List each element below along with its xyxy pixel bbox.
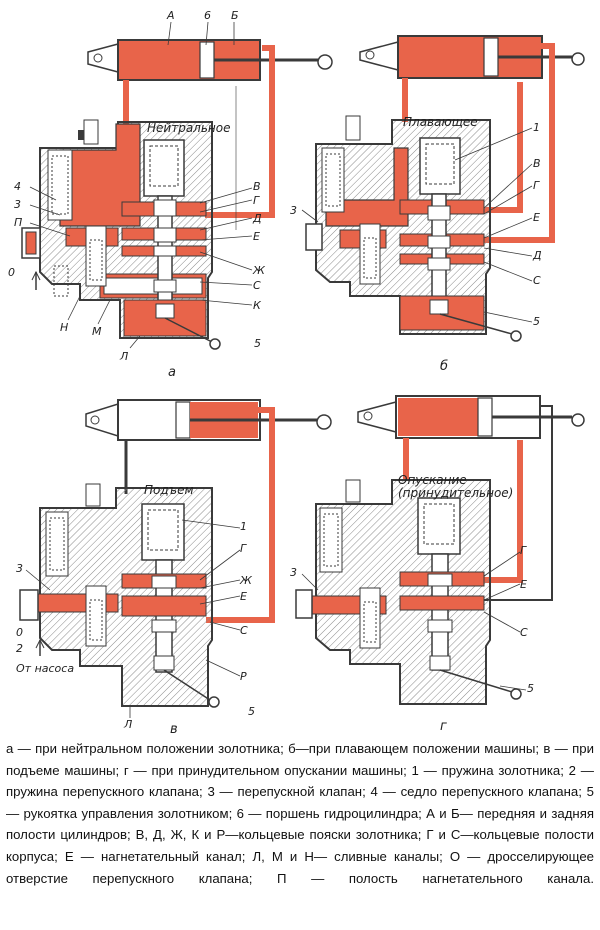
label-v-G: Г bbox=[240, 542, 247, 555]
label-v-5: 5 bbox=[248, 705, 255, 718]
label-b-D: Д bbox=[532, 249, 542, 262]
cylinder-g bbox=[357, 395, 585, 439]
panel-v-sublabel: в bbox=[170, 722, 178, 735]
label-a-K: К bbox=[253, 299, 262, 312]
label-b-V: В bbox=[533, 157, 541, 170]
label-a-4: 4 bbox=[14, 180, 21, 193]
panel-a-sublabel: а bbox=[168, 365, 176, 380]
label-a-N: Н bbox=[60, 321, 68, 334]
label-v-0: 0 bbox=[16, 626, 23, 639]
distributor-body-b bbox=[305, 115, 522, 342]
label-a-3: 3 bbox=[14, 198, 21, 211]
label-a-B: Б bbox=[231, 9, 239, 22]
label-g-3: 3 bbox=[290, 566, 297, 579]
label-a-Zh: Ж bbox=[252, 264, 266, 277]
label-g-5: 5 bbox=[527, 682, 534, 695]
label-v-from-pump: От насоса bbox=[16, 662, 74, 675]
label-a-0: 0 bbox=[8, 266, 15, 279]
cylinder-v bbox=[85, 399, 332, 441]
label-g-S: С bbox=[520, 626, 528, 639]
label-a-S: С bbox=[253, 279, 261, 292]
label-b-G: Г bbox=[533, 179, 540, 192]
label-a-P: П bbox=[14, 216, 22, 229]
label-g-G: Г bbox=[520, 544, 527, 557]
label-b-S: С bbox=[533, 274, 541, 287]
cylinder-b bbox=[359, 35, 585, 79]
panel-g-sublabel: г bbox=[440, 719, 447, 734]
label-a-G: Г bbox=[253, 194, 260, 207]
label-g-E: Е bbox=[520, 578, 527, 591]
panel-v-title: Подъем bbox=[144, 483, 194, 497]
cylinder-a bbox=[87, 39, 333, 81]
label-v-L: Л bbox=[123, 718, 132, 731]
panel-b: 1 В Г Е Д С 5 3 Плавающее б bbox=[290, 35, 585, 374]
label-a-M: М bbox=[92, 325, 102, 338]
label-v-S: С bbox=[240, 624, 248, 637]
panel-g: Г Е С 5 3 Опускание (принудительное) г bbox=[290, 395, 585, 734]
label-v-Zh: Ж bbox=[239, 574, 253, 587]
panel-a: А 6 Б В Г Д Е Ж С К 5 4 3 П 0 Н М Л Нейт… bbox=[8, 9, 333, 380]
panel-b-title: Плавающее bbox=[403, 115, 478, 129]
label-a-V: В bbox=[253, 180, 261, 193]
label-a-D: Д bbox=[252, 212, 262, 225]
label-a-L: Л bbox=[119, 350, 128, 363]
label-b-E: Е bbox=[533, 211, 540, 224]
distributor-body-a bbox=[21, 119, 221, 350]
label-v-R: Р bbox=[240, 670, 247, 683]
label-a-A: А bbox=[166, 9, 175, 22]
label-b-5: 5 bbox=[533, 315, 540, 328]
panel-g-title: Опускание bbox=[398, 473, 467, 487]
distributor-body-g bbox=[295, 479, 522, 705]
label-b-3: 3 bbox=[290, 204, 297, 217]
figure-caption: а — при нейтральном положении золотника;… bbox=[6, 741, 594, 886]
label-v-1: 1 bbox=[240, 520, 247, 533]
label-a-5: 5 bbox=[254, 337, 261, 350]
hydraulic-distributor-diagram: А 6 Б В Г Д Е Ж С К 5 4 3 П 0 Н М Л Нейт… bbox=[8, 9, 585, 735]
label-v-2: 2 bbox=[16, 642, 23, 655]
panel-g-title-2: (принудительное) bbox=[398, 486, 513, 500]
label-a-6: 6 bbox=[204, 9, 211, 22]
panel-b-sublabel: б bbox=[440, 359, 448, 374]
distributor-body-v bbox=[19, 483, 220, 708]
label-v-E: Е bbox=[240, 590, 247, 603]
label-b-1: 1 bbox=[533, 121, 540, 134]
label-a-E: Е bbox=[253, 230, 260, 243]
panel-v: 1 Г Ж Е С Р 5 3 0 2 От насоса Л Подъем в bbox=[16, 399, 332, 735]
label-v-3: 3 bbox=[16, 562, 23, 575]
panel-a-title: Нейтральное bbox=[147, 121, 230, 135]
